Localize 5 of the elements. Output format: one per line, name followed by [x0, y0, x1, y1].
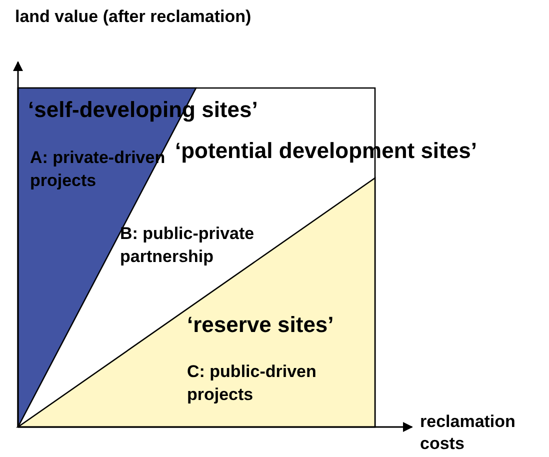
axis-label: reclamation costs	[420, 411, 516, 455]
region-description: B: public-private partnership	[120, 223, 256, 268]
region-description: C: public-driven projects	[187, 361, 318, 406]
axis-label: land value (after reclamation)	[15, 6, 252, 28]
region-title: ‘reserve sites’	[187, 313, 334, 336]
